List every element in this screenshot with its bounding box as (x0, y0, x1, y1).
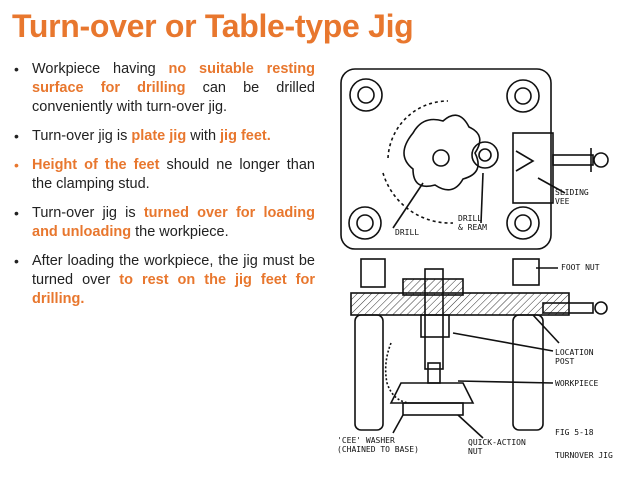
corner-foot (348, 206, 382, 240)
bullet-text: with (186, 128, 221, 144)
bullet-text: After loading the workpiece, the jig mus… (32, 253, 315, 288)
bullet-item: • Turn-over jig is turned over for loadin… (10, 204, 315, 242)
highlighted-text: to rest on the jig feet for drilling. (32, 272, 315, 307)
label-workpiece: WORKPIECE (555, 379, 599, 388)
bullet-dot: • (14, 61, 19, 77)
bullet-text: can be drilled conveniently with turn-ov… (32, 80, 315, 115)
label-caption: TURNOVER JIG (555, 451, 613, 460)
highlighted-text: Height of the feet (32, 157, 160, 173)
bullet-list: • Workpiece having no suitable resting su… (10, 60, 315, 319)
bullet-item: • After loading the workpiece, the jig mu… (10, 252, 315, 309)
bullet-text: Workpiece having (32, 61, 169, 77)
workpiece-section (389, 382, 475, 404)
corner-foot (349, 78, 383, 112)
workpiece-top-view (403, 114, 481, 191)
sliding-vee (512, 132, 554, 204)
label-foot-nut: FOOT NUT (561, 263, 600, 272)
bullet-text: the workpiece. (131, 224, 229, 240)
bullet-dot: • (14, 253, 19, 269)
slide-title: Turn-over or Table-type Jig (12, 8, 414, 44)
jig-plate-top-view (340, 68, 552, 250)
bullet-item: • Turn-over jig is plate jig with jig fee… (10, 127, 315, 146)
highlighted-text: turned over for loading and unloading (32, 205, 315, 240)
chain (384, 342, 410, 404)
bullet-item: • Height of the feet should ne longer tha… (10, 156, 315, 194)
jig-foot (512, 258, 540, 286)
label-cee-washer: 'CEE' WASHER(CHAINED TO BASE) (337, 436, 419, 454)
label-drill-ream: DRILL& REAM (458, 214, 487, 232)
bullet-text: Turn-over jig is (32, 128, 132, 144)
label-drill: DRILL (395, 228, 419, 237)
corner-foot (506, 206, 540, 240)
bullet-dot: • (14, 128, 19, 144)
bullet-dot: • (14, 157, 19, 173)
jig-foot (354, 314, 384, 431)
jig-foot (360, 258, 386, 288)
jig-plate-section (350, 292, 570, 316)
drill-bush (471, 141, 499, 169)
label-fig-number: FIG 5-18 (555, 428, 594, 437)
location-post (424, 268, 444, 370)
bullet-text: should ne longer than the clamping stud. (32, 157, 315, 192)
highlighted-text: no suitable resting surface for drilling (32, 61, 315, 96)
bullet-text: Turn-over jig is (32, 205, 144, 221)
bullet-dot: • (14, 205, 19, 221)
jig-foot (512, 314, 544, 431)
highlighted-text: plate jig (131, 128, 187, 144)
bullet-item: • Workpiece having no suitable resting su… (10, 60, 315, 117)
highlighted-text: jig feet. (220, 128, 271, 144)
corner-foot (506, 79, 540, 113)
